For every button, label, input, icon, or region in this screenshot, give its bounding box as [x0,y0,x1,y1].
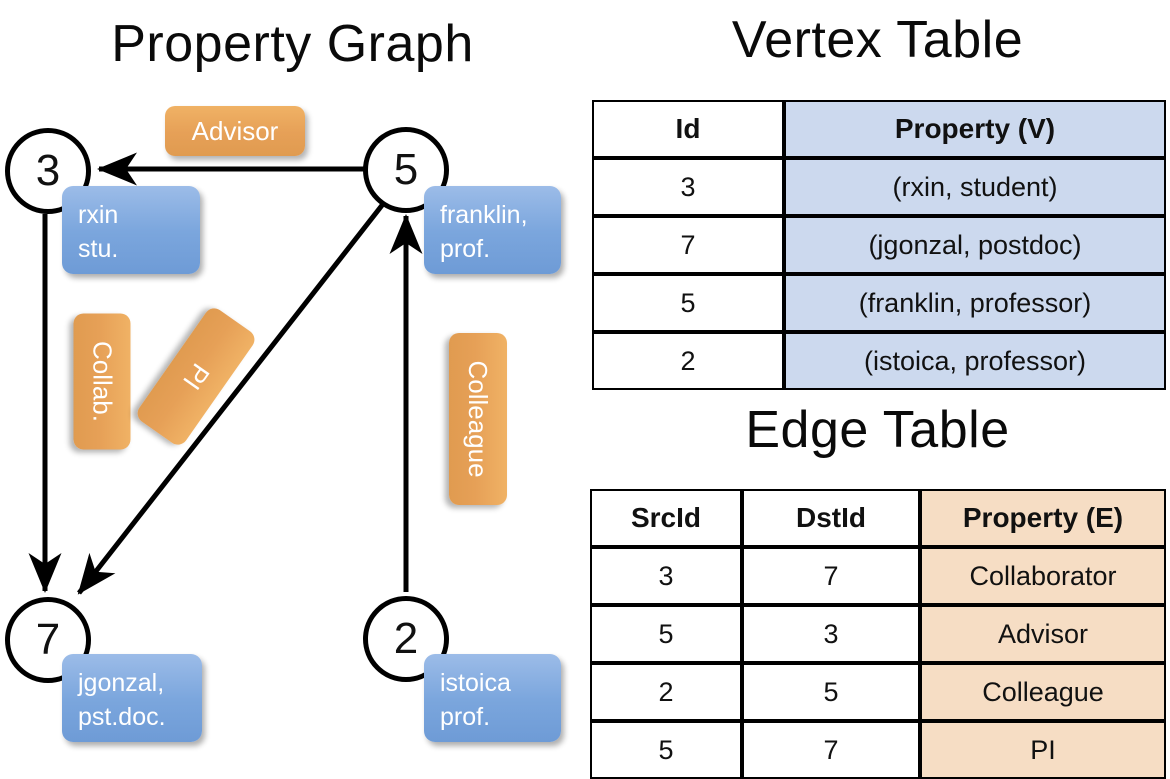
node-property-box-rxin: rxin stu. [62,186,200,274]
cell-srcid: 5 [590,605,742,663]
table-row: 3 7 Collaborator [590,547,1166,605]
property-graph-diagram: 3 5 7 2 rxin stu. franklin, prof. jgonza… [0,0,585,760]
cell-property: Advisor [920,605,1166,663]
page-title-edge-table: Edge Table [745,401,1010,459]
table-header-row: SrcId DstId Property (E) [590,489,1166,547]
cell-srcid: 3 [590,547,742,605]
edge-label-box-collab: Collab. [73,313,131,450]
cell-dstid: 5 [742,663,920,721]
table-row: 7 (jgonzal, postdoc) [592,216,1166,274]
graph-node-2[interactable]: 2 [363,596,449,682]
cell-property: PI [920,721,1166,779]
cell-property: Colleague [920,663,1166,721]
cell-id: 5 [592,274,784,332]
node-property-line2: pst.doc. [78,702,166,731]
cell-id: 7 [592,216,784,274]
node-property-box-franklin: franklin, prof. [424,186,561,274]
column-header-id: Id [592,100,784,158]
column-header-property-v: Property (V) [784,100,1166,158]
table-row: 5 7 PI [590,721,1166,779]
table-row: 5 3 Advisor [590,605,1166,663]
table-row: 2 5 Colleague [590,663,1166,721]
node-property-box-istoica: istoica prof. [424,654,561,742]
cell-dstid: 7 [742,721,920,779]
cell-srcid: 2 [590,663,742,721]
node-property-line2: prof. [440,234,491,263]
node-property-line1: rxin [78,201,119,229]
edge-table: SrcId DstId Property (E) 3 7 Collaborato… [590,489,1166,779]
node-property-line2: stu. [78,234,119,263]
node-property-line1: jgonzal, [78,669,165,697]
cell-property: (franklin, professor) [784,274,1166,332]
cell-dstid: 3 [742,605,920,663]
page-title-property-graph: Property Graph [111,15,474,73]
table-row: 5 (franklin, professor) [592,274,1166,332]
cell-id: 2 [592,332,784,390]
vertex-table: Id Property (V) 3 (rxin, student) 7 (jgo… [592,100,1166,390]
node-property-line1: franklin, [440,201,528,229]
cell-property: (istoica, professor) [784,332,1166,390]
column-header-property-e: Property (E) [920,489,1166,547]
column-header-dstid: DstId [742,489,920,547]
column-header-srcid: SrcId [590,489,742,547]
edge-5-to-7 [77,202,385,595]
edge-label-box-colleague: Colleague [449,333,507,505]
cell-dstid: 7 [742,547,920,605]
node-property-box-jgonzal: jgonzal, pst.doc. [62,654,202,742]
node-property-line2: prof. [440,702,491,731]
node-property-line1: istoica [440,669,511,697]
cell-property: (rxin, student) [784,158,1166,216]
cell-property: Collaborator [920,547,1166,605]
table-row: 2 (istoica, professor) [592,332,1166,390]
cell-property: (jgonzal, postdoc) [784,216,1166,274]
edge-label-box-advisor: Advisor [165,106,305,156]
cell-id: 3 [592,158,784,216]
table-header-row: Id Property (V) [592,100,1166,158]
graph-node-5[interactable]: 5 [363,127,449,213]
graph-edges-svg [28,152,423,595]
page-title-vertex-table: Vertex Table [731,11,1024,69]
cell-srcid: 5 [590,721,742,779]
table-row: 3 (rxin, student) [592,158,1166,216]
